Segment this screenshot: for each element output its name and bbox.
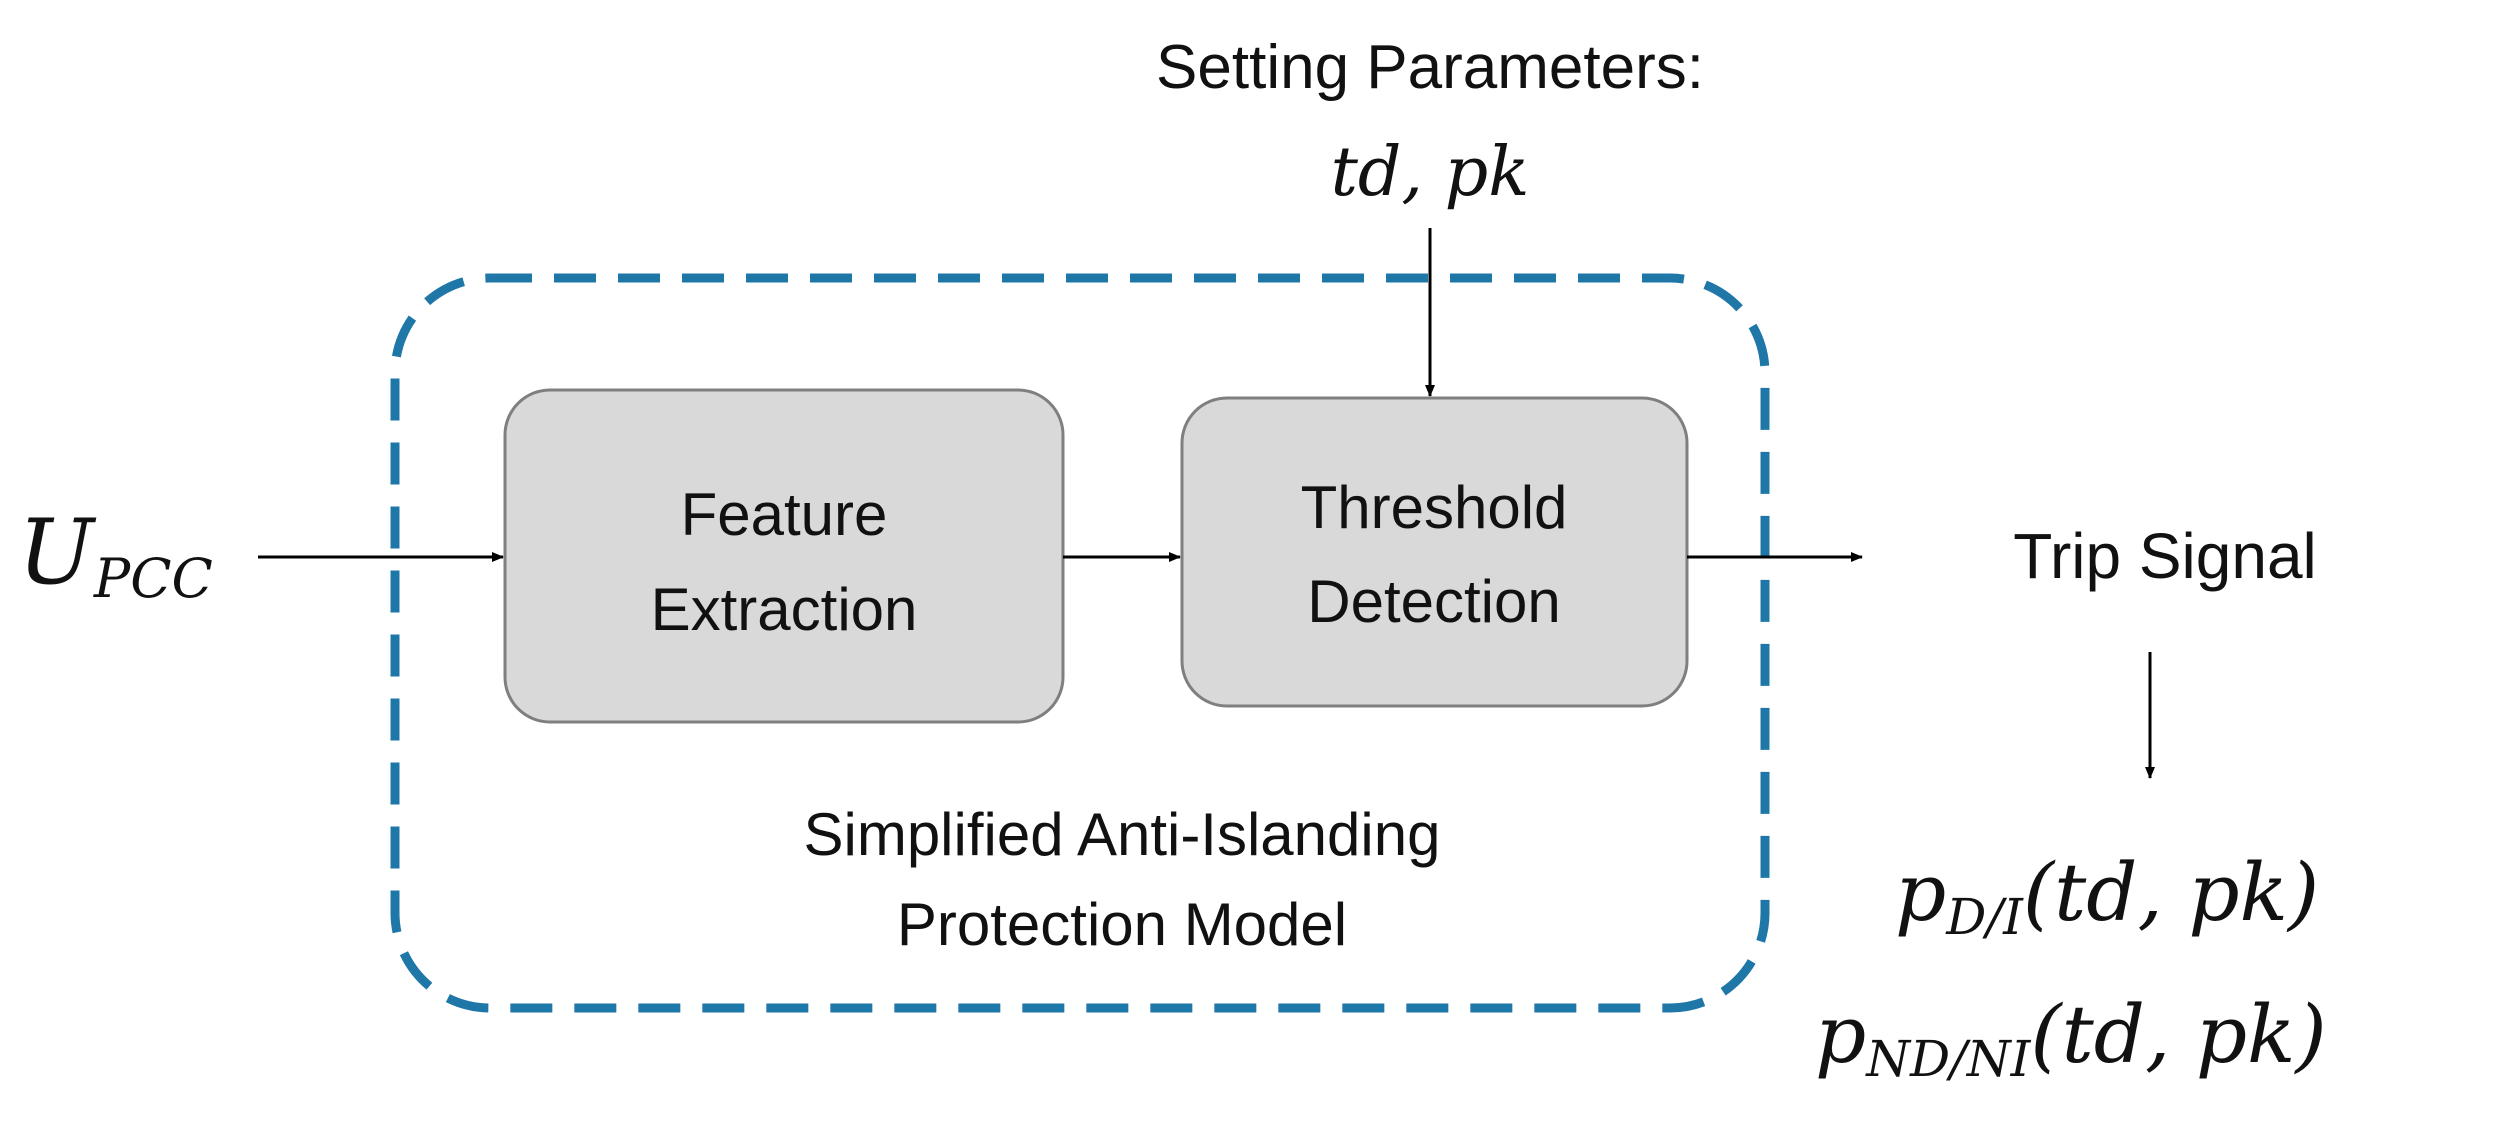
- probability-detection: pD/I(td, pk): [1895, 846, 2319, 946]
- trip-signal-label: Trip Signal: [2013, 520, 2317, 592]
- prob1-symbol: p: [1895, 846, 1946, 939]
- prob2-args: (td, pk): [2030, 988, 2326, 1081]
- container-caption-line1: Simplified Anti-Islanding: [803, 801, 1440, 868]
- prob1-subscript: D/I: [1945, 888, 2024, 946]
- prob1-args: (td, pk): [2023, 846, 2319, 939]
- feature-extraction-line1: Feature: [681, 481, 888, 548]
- threshold-detection-line1: Threshold: [1301, 474, 1568, 541]
- feature-extraction-line2: Extraction: [651, 576, 918, 643]
- container-caption-line2: Protection Model: [897, 891, 1347, 958]
- setting-parameters-label: Setting Parameters:: [1156, 33, 1704, 102]
- input-symbol: U: [18, 500, 97, 605]
- threshold-detection-block: [1180, 396, 1689, 708]
- probability-non-detection: pND/NI(td, pk): [1815, 988, 2327, 1088]
- prob2-subscript: ND/NI: [1865, 1030, 2031, 1088]
- feature-extraction-block: [503, 388, 1065, 724]
- setting-parameters-math: td, pk: [1331, 133, 1530, 212]
- input-subscript: PCC: [93, 547, 213, 610]
- protection-model-container: [390, 273, 1770, 1013]
- prob2-symbol: p: [1815, 988, 1866, 1081]
- input-signal-label: UPCC: [18, 500, 213, 610]
- threshold-detection-line2: Detection: [1307, 568, 1560, 635]
